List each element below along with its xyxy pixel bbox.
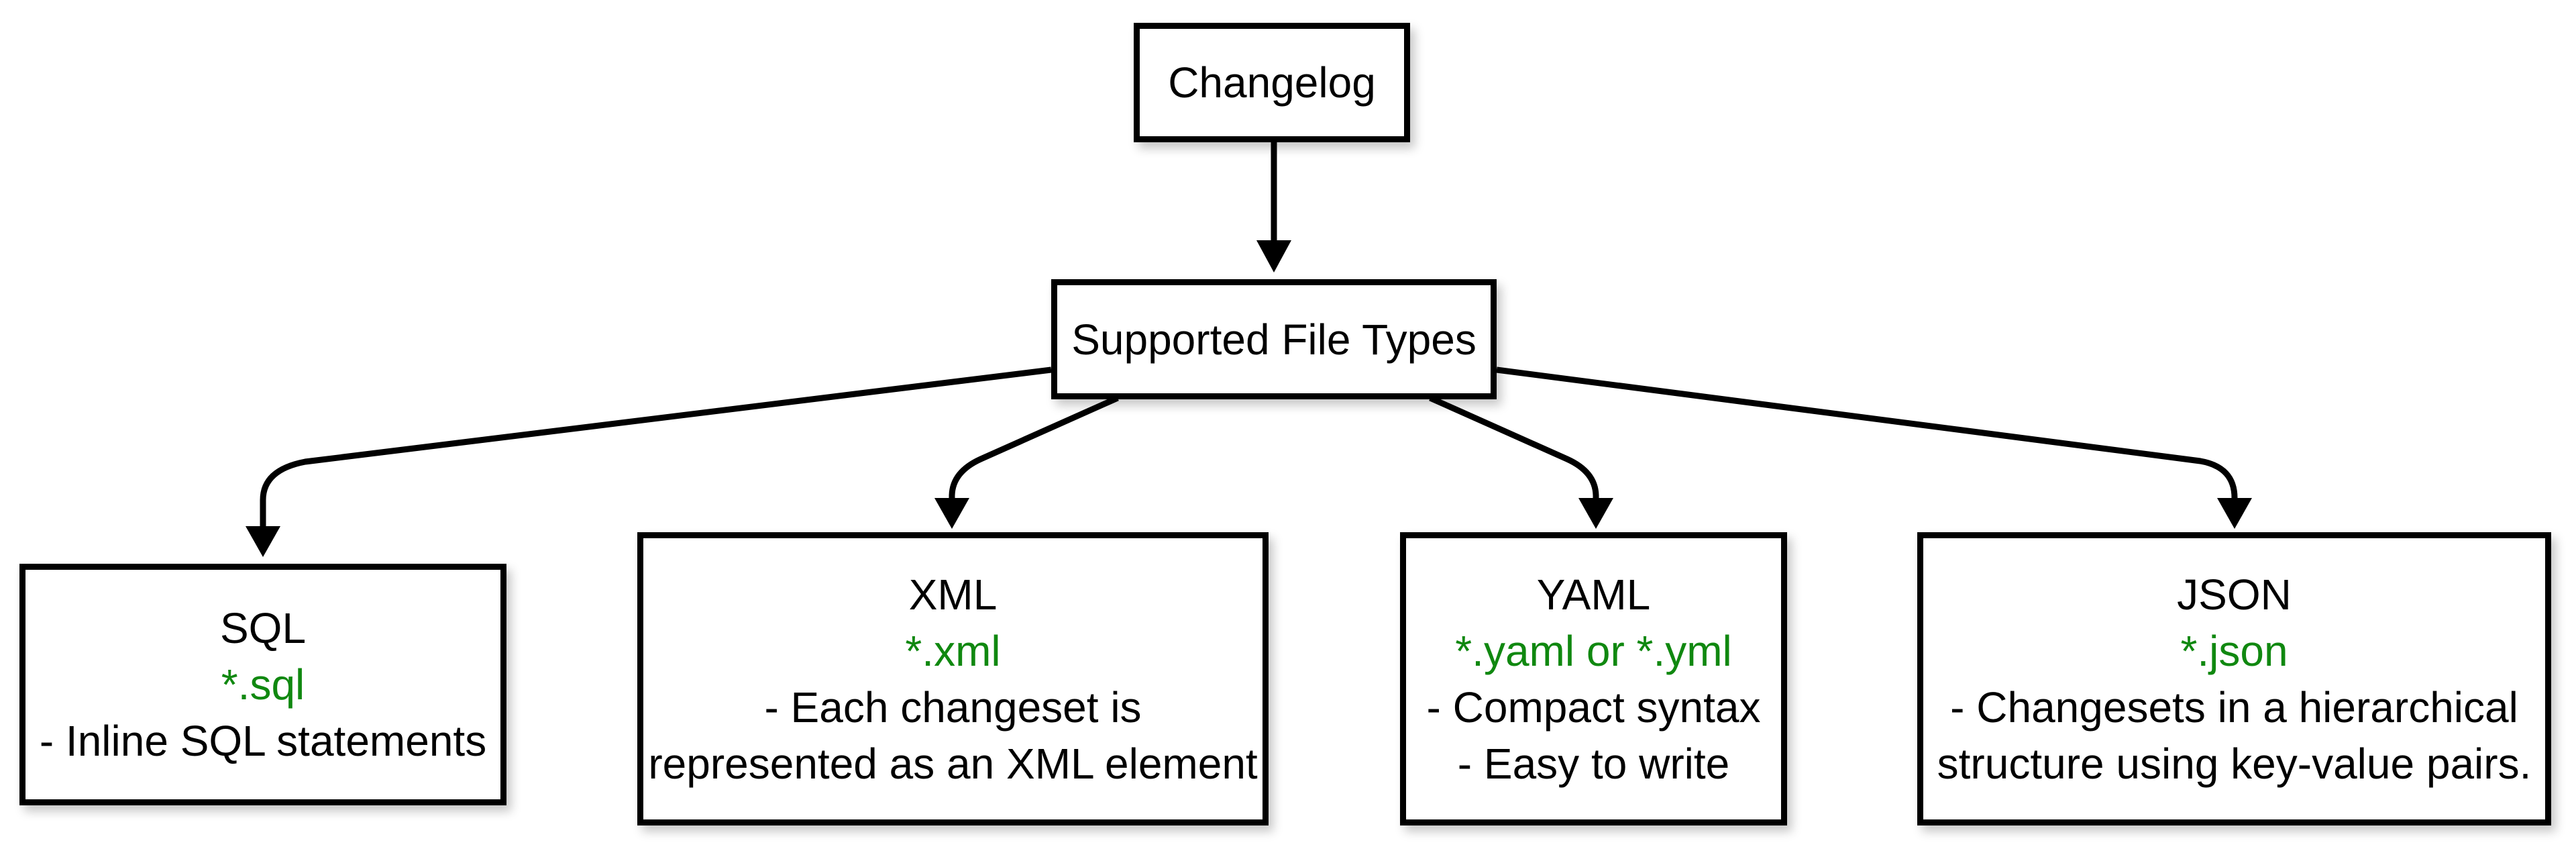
arrow-supported-file-types-to-json bbox=[1496, 366, 2252, 529]
node-yaml: YAML *.yaml or *.yml - Compact syntax - … bbox=[1400, 532, 1787, 825]
node-xml: XML *.xml - Each changeset is represente… bbox=[637, 532, 1269, 825]
file-extension: *.xml bbox=[905, 626, 1001, 675]
node-changelog: Changelog bbox=[1134, 23, 1410, 142]
node-description: - Changesets in a hierarchical structure… bbox=[1937, 683, 2532, 788]
node-title: Supported File Types bbox=[1071, 315, 1477, 364]
arrow-supported-file-types-to-sql bbox=[246, 366, 1052, 557]
node-title: Changelog bbox=[1168, 58, 1376, 107]
arrow-supported-file-types-to-xml bbox=[934, 395, 1119, 529]
node-json: JSON *.json - Changesets in a hierarchic… bbox=[1917, 532, 2551, 825]
node-description: - Compact syntax - Easy to write bbox=[1426, 683, 1761, 788]
node-title: XML bbox=[908, 570, 998, 619]
node-title: SQL bbox=[219, 604, 307, 652]
arrow-changelog-to-supported-file-types bbox=[1256, 142, 1291, 272]
arrow-supported-file-types-to-yaml bbox=[1429, 395, 1613, 529]
node-title: JSON bbox=[2177, 570, 2292, 619]
file-extension: *.yaml or *.yml bbox=[1455, 626, 1732, 675]
node-title: YAML bbox=[1536, 570, 1651, 619]
node-supported-file-types: Supported File Types bbox=[1051, 279, 1497, 399]
file-extension: *.json bbox=[2180, 626, 2288, 675]
node-sql: SQL *.sql - Inline SQL statements bbox=[19, 564, 506, 805]
file-extension: *.sql bbox=[221, 660, 305, 709]
node-description: - Inline SQL statements bbox=[39, 717, 487, 765]
node-description: - Each changeset is represented as an XM… bbox=[648, 683, 1258, 788]
